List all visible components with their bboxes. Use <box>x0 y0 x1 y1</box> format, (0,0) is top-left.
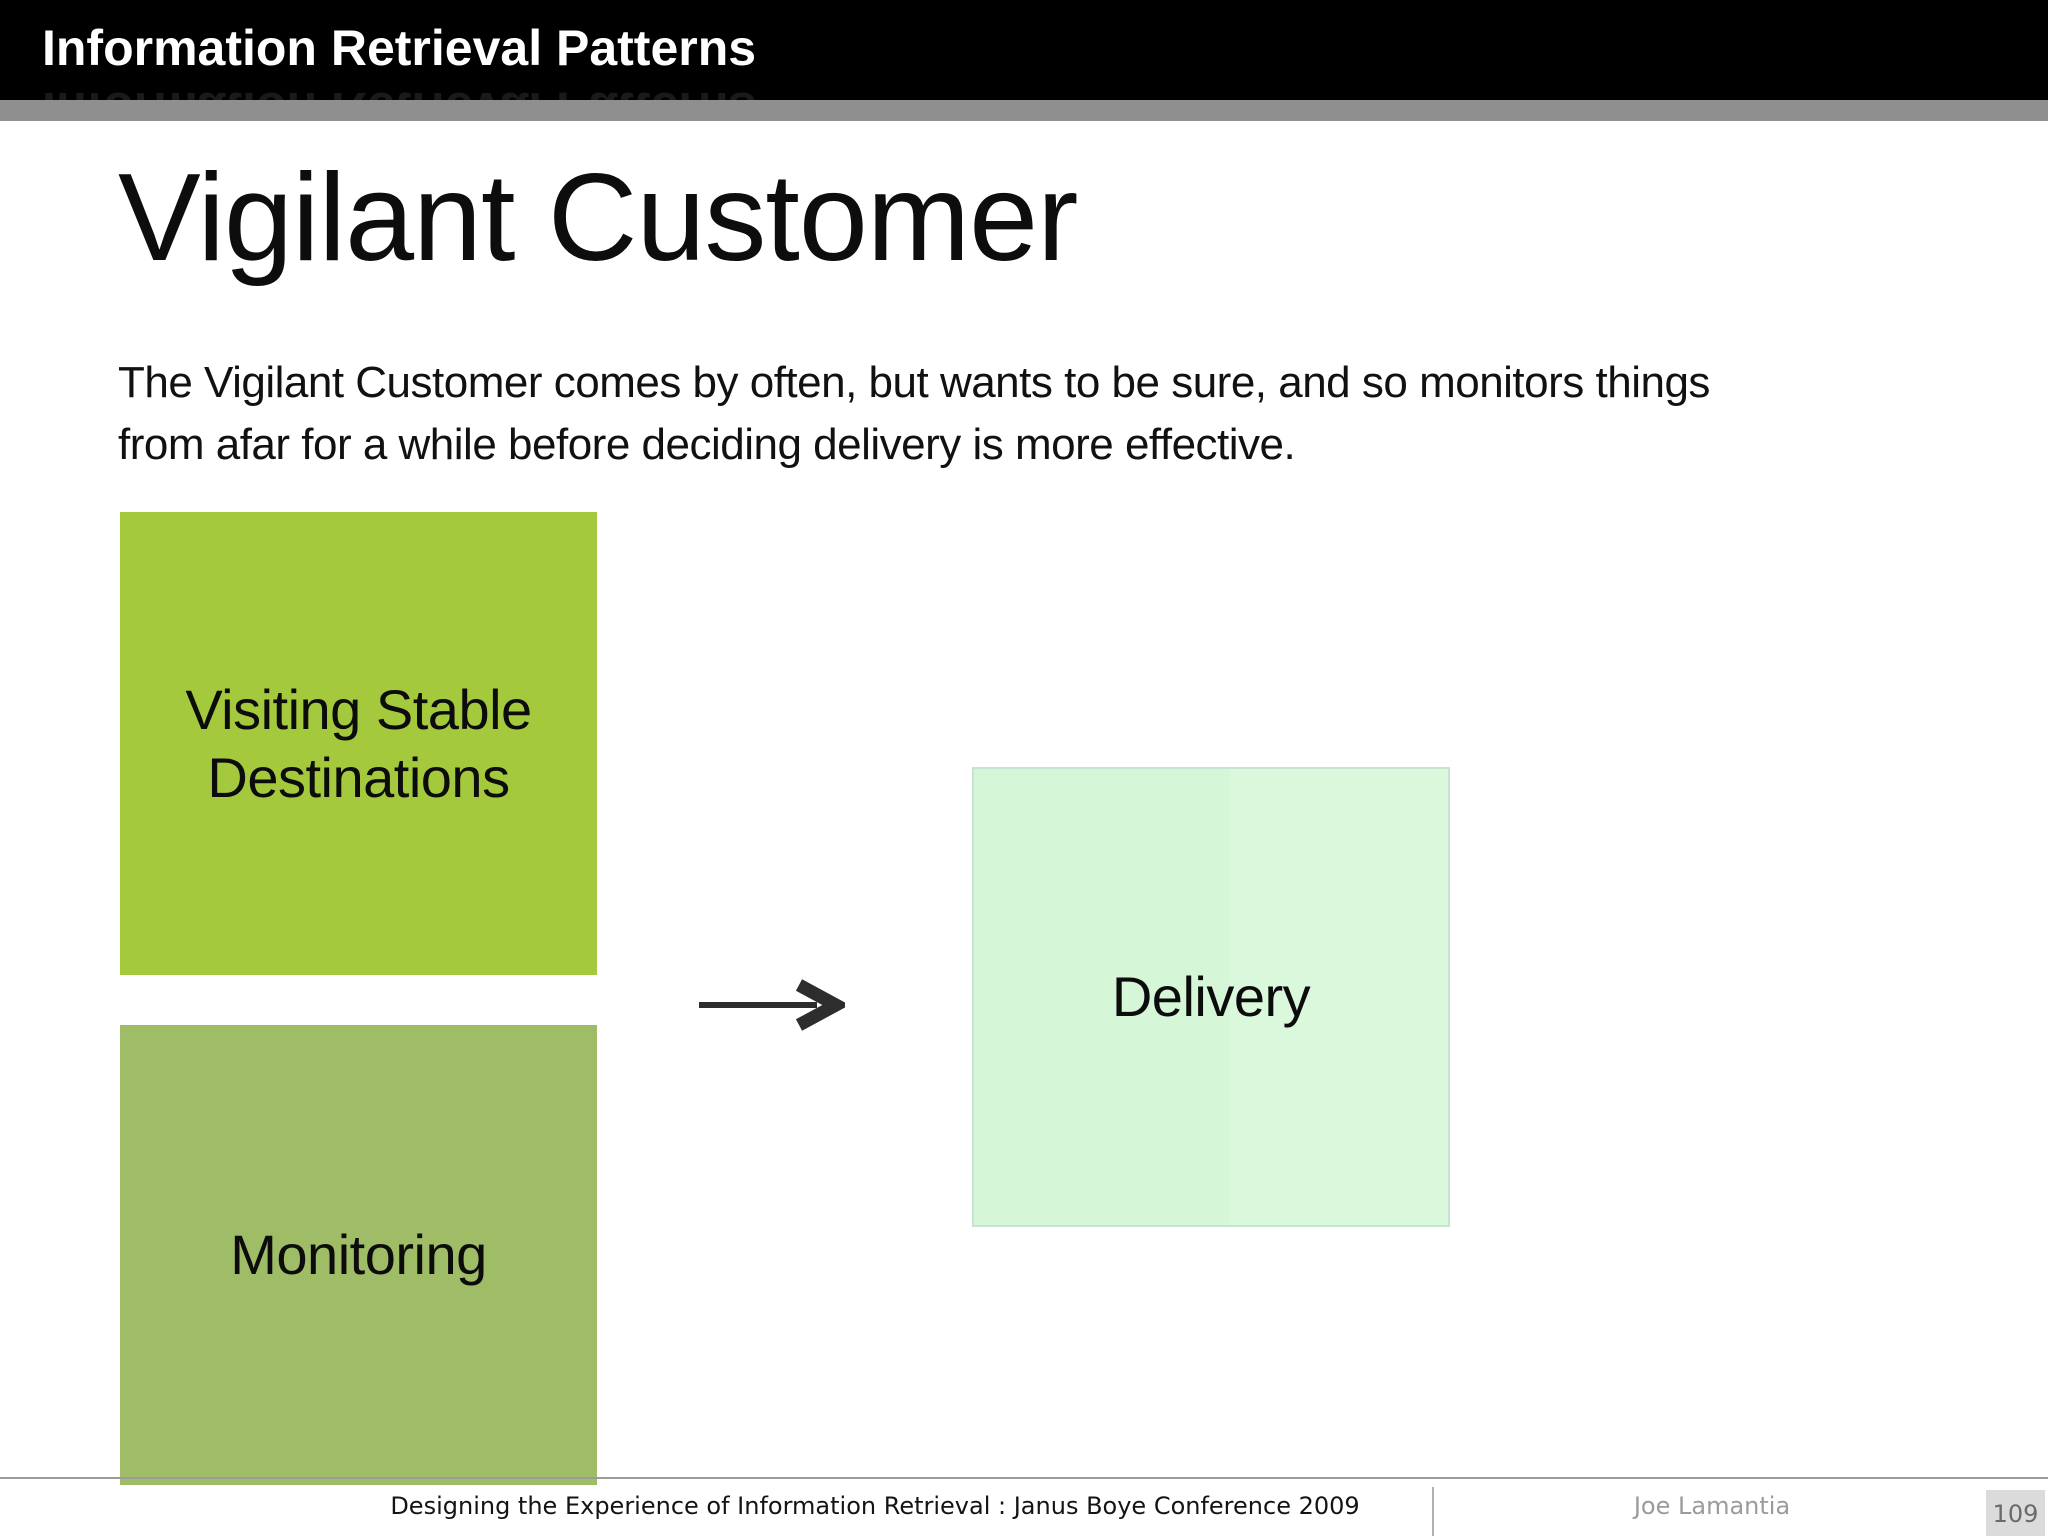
box-label-line: Delivery <box>1111 965 1311 1029</box>
box-label-line: Monitoring <box>230 1223 487 1287</box>
footer-rule <box>0 1477 2048 1479</box>
footer-author: Joe Lamantia <box>1633 1492 1791 1520</box>
diagram-box-delivery: Delivery <box>972 767 1450 1227</box>
box-label-line: Visiting Stable <box>185 678 532 742</box>
box-label-line: Destinations <box>207 745 510 809</box>
right-arrow-icon <box>695 978 850 1032</box>
header-bar: Information Retrieval Patterns Informati… <box>0 0 2048 100</box>
header-title: Information Retrieval Patterns <box>42 20 757 76</box>
footer-title: Designing the Experience of Information … <box>390 1492 1360 1520</box>
header-accent-bar <box>0 100 2048 121</box>
footer-divider <box>1432 1487 1434 1536</box>
diagram-box-monitoring: Monitoring <box>120 1025 597 1485</box>
page-title: Vigilant Customer <box>118 149 1078 287</box>
body-line: from afar for a while before deciding de… <box>118 420 1296 469</box>
diagram-box-visiting-stable-destinations: Visiting Stable Destinations <box>120 512 597 975</box>
body-line: The Vigilant Customer comes by often, bu… <box>118 358 1710 407</box>
page-number-badge: 109 <box>1986 1490 2045 1536</box>
body-text: The Vigilant Customer comes by often, bu… <box>118 352 1958 476</box>
